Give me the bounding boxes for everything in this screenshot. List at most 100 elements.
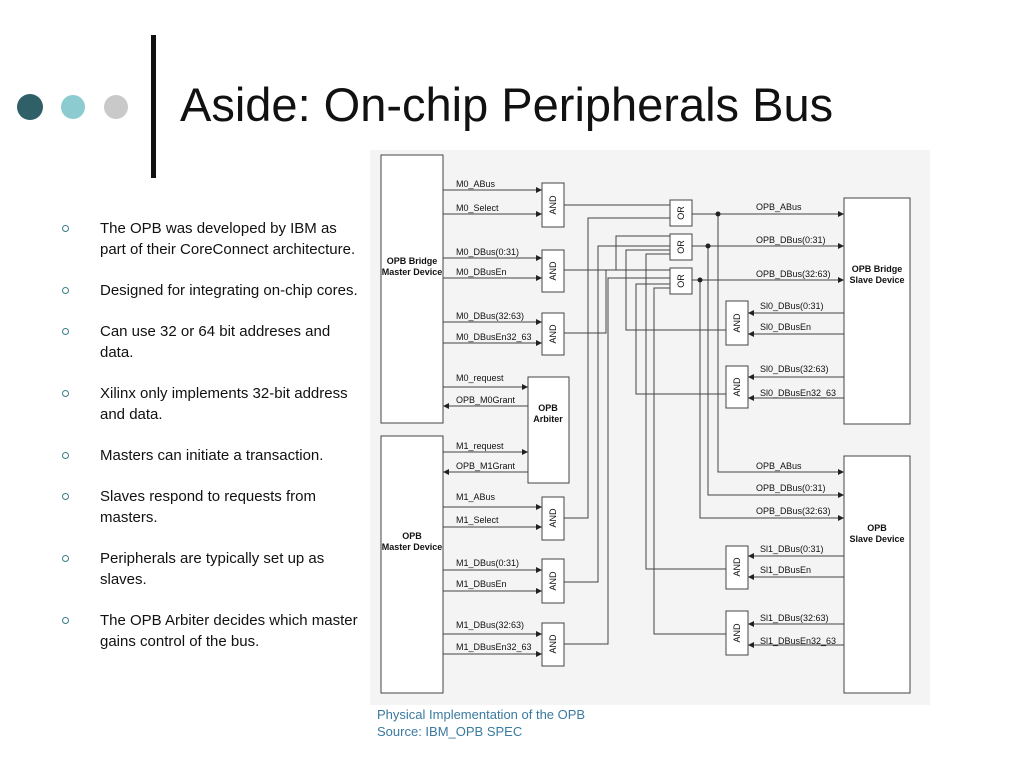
bullet-icon	[62, 390, 69, 397]
signal-label: M0_DBus(32:63)	[456, 311, 524, 321]
arrowhead	[522, 384, 528, 390]
figure-caption: Physical Implementation of the OPB Sourc…	[377, 706, 585, 740]
signal-label: Sl0_DBusEn32_63	[760, 388, 836, 398]
signal-label: M1_DBus(0:31)	[456, 558, 519, 568]
decor-dot-light	[61, 95, 85, 119]
wire	[707, 246, 844, 496]
bullet-list: The OPB was developed by IBM as part of …	[60, 218, 360, 672]
signal-label: M1_DBus(32:63)	[456, 620, 524, 630]
signal-label: Sl1_DBusEn	[760, 565, 811, 575]
junction-dot	[705, 243, 711, 249]
arbiter-block	[527, 376, 570, 484]
arrowhead	[536, 524, 542, 530]
signal-label: M0_DBusEn	[456, 267, 507, 277]
bullet-icon	[62, 493, 69, 500]
signal-label: M0_DBusEn32_63	[456, 332, 532, 342]
arrowhead	[748, 331, 754, 337]
and-gate	[541, 249, 565, 293]
or-gate	[669, 233, 693, 261]
signal-label: Sl0_DBusEn	[760, 322, 811, 332]
signal-label: OPB_ABus	[756, 461, 802, 471]
bullet-icon	[62, 555, 69, 562]
slave0-label-1: OPB Bridge	[852, 264, 903, 274]
arrowhead	[536, 211, 542, 217]
and-gate-label: AND	[548, 634, 558, 654]
arrowhead	[838, 515, 844, 521]
diagram-wires	[443, 189, 844, 655]
arrowhead	[536, 187, 542, 193]
bullet-item: Xilinx only implements 32-bit address an…	[60, 383, 360, 425]
arrowhead	[748, 374, 754, 380]
slave1-label-2: Slave Device	[849, 534, 904, 544]
arrowhead	[838, 492, 844, 498]
and-gate	[541, 312, 565, 356]
bullet-icon	[62, 287, 69, 294]
signal-label: M1_Select	[456, 515, 499, 525]
wire	[625, 249, 726, 331]
decor-dot-gray	[104, 95, 128, 119]
and-gate	[541, 622, 565, 667]
junction-dot	[697, 277, 703, 283]
master0-label-2: Master Device	[382, 267, 443, 277]
master1-label-2: Master Device	[382, 542, 443, 552]
signal-label: M1_DBusEn	[456, 579, 507, 589]
arrowhead	[522, 449, 528, 455]
signal-label: M0_DBus(0:31)	[456, 247, 519, 257]
signal-label: M1_request	[456, 441, 504, 451]
arrowhead	[536, 588, 542, 594]
arbiter-label-2: Arbiter	[533, 414, 563, 424]
bullet-item: Peripherals are typically set up as slav…	[60, 548, 360, 590]
signal-label: M0_request	[456, 373, 504, 383]
junction-dots	[697, 211, 721, 283]
and-gate	[725, 610, 749, 656]
wire	[699, 280, 844, 519]
bullet-icon	[62, 452, 69, 459]
or-gate-label: OR	[676, 240, 686, 254]
bullet-item: Masters can initiate a transaction.	[60, 445, 360, 466]
bullet-item: Designed for integrating on-chip cores.	[60, 280, 360, 301]
arrowhead	[838, 243, 844, 249]
bullet-item: Slaves respond to requests from masters.	[60, 486, 360, 528]
arrowhead	[748, 310, 754, 316]
caption-line: Physical Implementation of the OPB	[377, 707, 586, 722]
and-gate	[725, 365, 749, 409]
wire	[653, 287, 726, 635]
slave1-block	[843, 455, 911, 694]
signal-label: M1_DBusEn32_63	[456, 642, 532, 652]
wire	[564, 217, 670, 519]
and-gate-label: AND	[548, 324, 558, 344]
wire	[717, 214, 844, 473]
or-gate-label: OR	[676, 206, 686, 220]
arrowhead	[536, 275, 542, 281]
opb-diagram: OPB Bridge Master Device OPB Master Devi…	[370, 150, 930, 705]
arrowhead	[536, 319, 542, 325]
master1-block	[380, 435, 444, 694]
bullet-icon	[62, 328, 69, 335]
decor-dot-dark	[17, 94, 43, 120]
and-gate-label: AND	[548, 195, 558, 215]
bullet-icon	[62, 225, 69, 232]
arbiter-label-1: OPB	[538, 403, 558, 413]
title-divider	[151, 35, 156, 178]
bullet-icon	[62, 617, 69, 624]
signal-label: OPB_DBus(0:31)	[756, 235, 826, 245]
arrowhead	[443, 403, 449, 409]
signal-label: M0_ABus	[456, 179, 496, 189]
bullet-item: Can use 32 or 64 bit addreses and data.	[60, 321, 360, 363]
wire	[564, 277, 670, 645]
signal-label: Sl1_DBus(32:63)	[760, 613, 829, 623]
arrowhead	[536, 631, 542, 637]
diagram-background	[370, 150, 930, 705]
caption-source: Source: IBM_OPB SPEC	[377, 724, 523, 739]
signal-label: OPB_DBus(32:63)	[756, 506, 831, 516]
and-gate-label: AND	[548, 571, 558, 591]
and-gate-label: AND	[548, 261, 558, 281]
wire	[564, 235, 670, 271]
signal-label: M0_Select	[456, 203, 499, 213]
arrowhead	[536, 504, 542, 510]
bullet-item: The OPB was developed by IBM as part of …	[60, 218, 360, 260]
arrowhead	[536, 567, 542, 573]
arrowhead	[748, 642, 754, 648]
slave1-label-1: OPB	[867, 523, 887, 533]
or-gate-label: OR	[676, 274, 686, 288]
